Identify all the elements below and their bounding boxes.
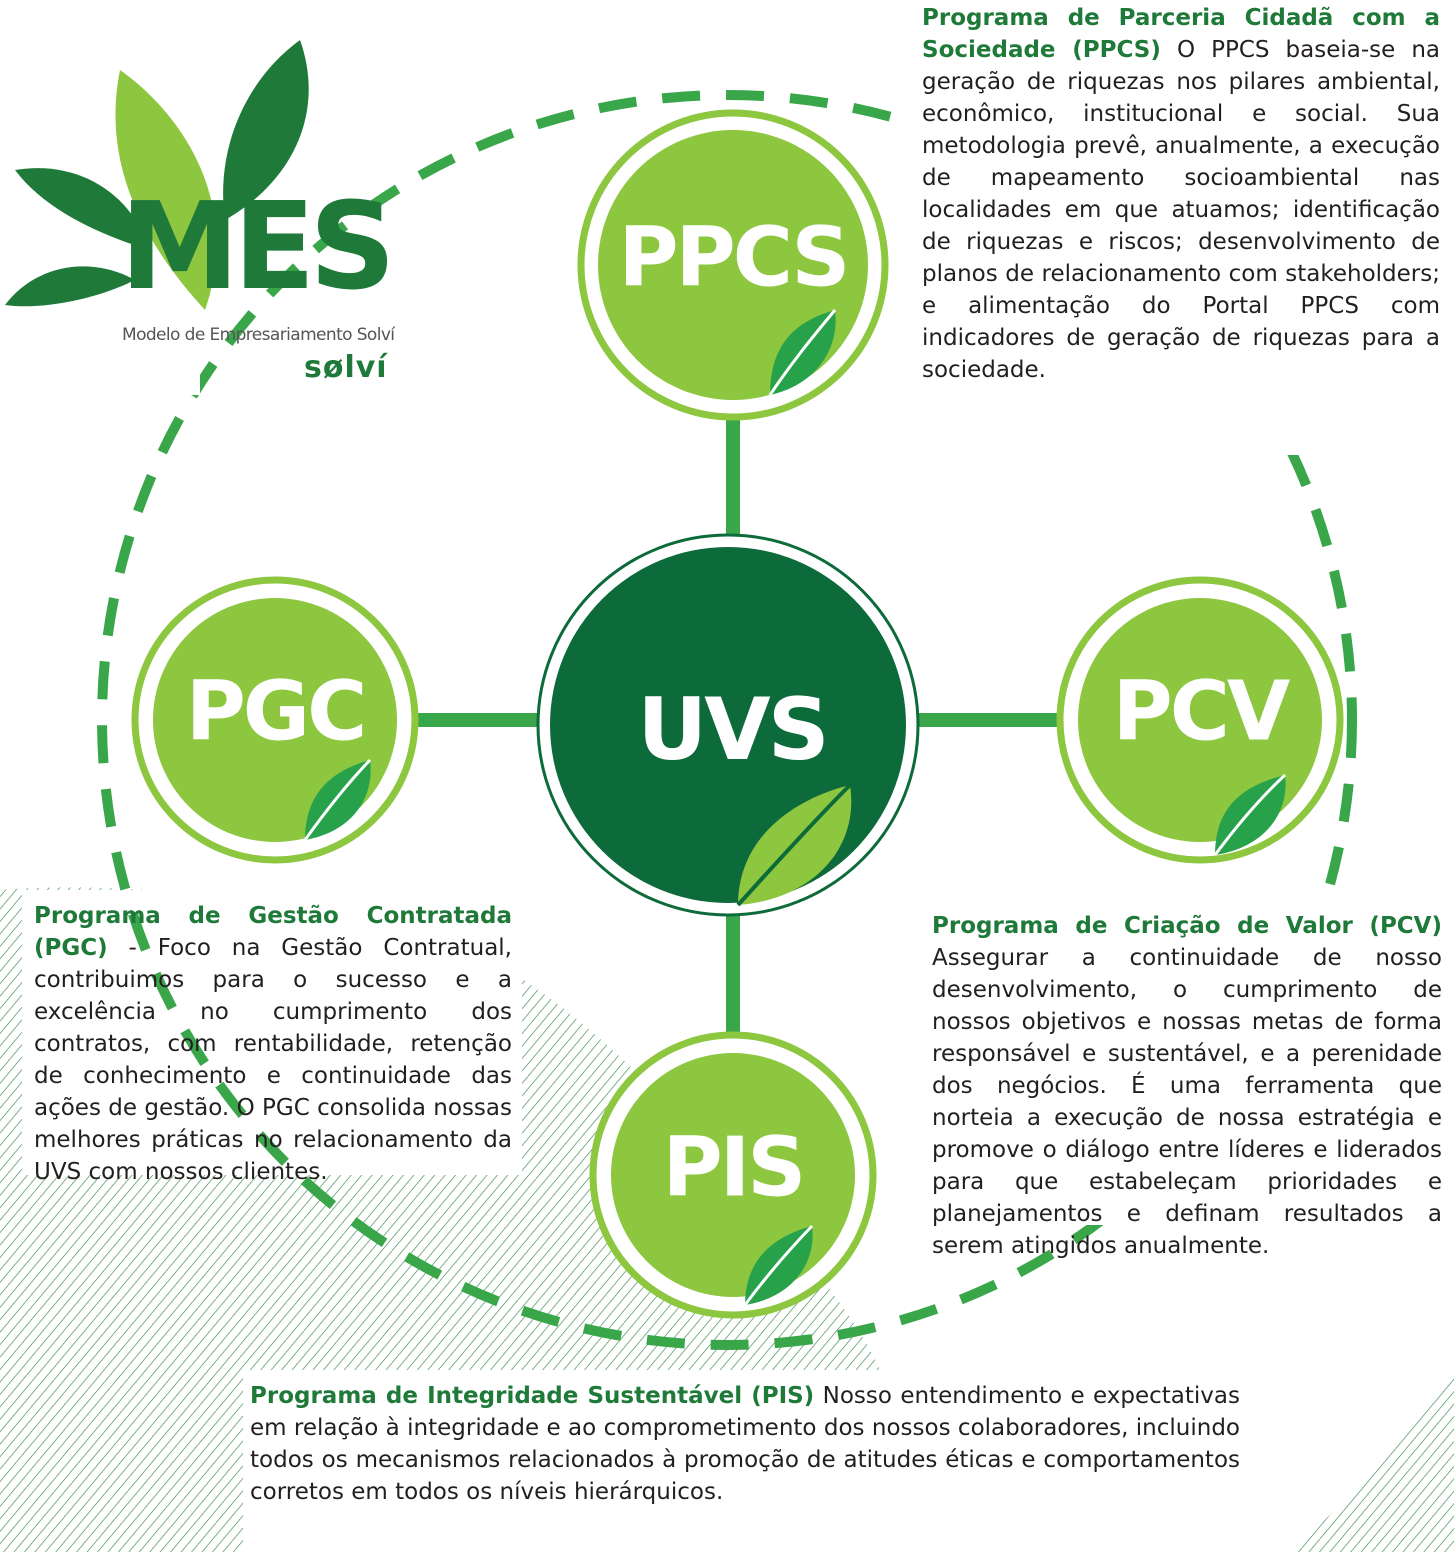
node-uvs-label: UVS xyxy=(637,680,826,780)
node-pis: PIS xyxy=(589,1031,877,1319)
node-pgc-label: PGC xyxy=(186,665,365,760)
pis-text-panel xyxy=(243,1370,1253,1552)
description-pis: Programa de Integridade Sustentável (PIS… xyxy=(250,1380,1240,1508)
ring-gap-ppcs xyxy=(905,0,1454,455)
node-pis-label: PIS xyxy=(663,1121,804,1216)
logo-brand: sølví xyxy=(304,350,388,385)
description-pgc-title: Programa de Gestão Contratada (PGC) xyxy=(34,903,512,961)
description-pcv: Programa de Criação de Valor (PCV) Asseg… xyxy=(932,910,1442,1262)
description-pis-title: Programa de Integridade Sustentável (PIS… xyxy=(250,1383,815,1409)
dashed-orbit-ring xyxy=(97,90,1357,1350)
description-ppcs-text: O PPCS baseia-se na geração de riquezas … xyxy=(922,37,1440,383)
description-ppcs: Programa de Parceria Cidadã com a Socied… xyxy=(922,2,1440,386)
description-pcv-text: Assegurar a continuidade de nosso desenv… xyxy=(932,945,1442,1259)
leaf-icon-shade xyxy=(743,1224,814,1306)
node-pgc: PGC xyxy=(131,576,419,864)
hatch-swoosh-right xyxy=(1290,1370,1454,1552)
description-pgc: Programa de Gestão Contratada (PGC) - Fo… xyxy=(34,900,512,1188)
ring-gap-pcv xyxy=(1005,885,1454,1225)
leaf-icon-shade xyxy=(1213,773,1287,856)
leaf-icon-shade xyxy=(736,783,852,907)
description-ppcs-title: Programa de Parceria Cidadã com a Socied… xyxy=(922,5,1440,63)
node-pcv: PCV xyxy=(1056,576,1344,864)
node-ppcs: PPCS xyxy=(577,109,889,421)
mes-logo: MES Modelo de Empresariamento Solví sølv… xyxy=(0,20,430,390)
leaf-icon-shade xyxy=(303,758,372,841)
leaf-icon xyxy=(1215,775,1286,855)
description-pgc-text: - Foco na Gestão Contratual, contribuimo… xyxy=(34,935,512,1185)
description-pcv-title: Programa de Criação de Valor (PCV) xyxy=(932,913,1442,939)
description-pis-text: Nosso entendimento e expectativas em rel… xyxy=(250,1383,1240,1505)
leaf-icon-shade xyxy=(768,309,837,396)
logo-acronym: MES xyxy=(120,178,396,317)
node-pcv-label: PCV xyxy=(1113,665,1291,760)
node-ppcs-label: PPCS xyxy=(619,211,848,306)
pgc-text-panel xyxy=(22,890,522,1175)
logo-leaves-icon xyxy=(5,40,309,310)
logo-subtitle: Modelo de Empresariamento Solví xyxy=(122,325,395,345)
node-uvs: UVS xyxy=(536,533,920,917)
